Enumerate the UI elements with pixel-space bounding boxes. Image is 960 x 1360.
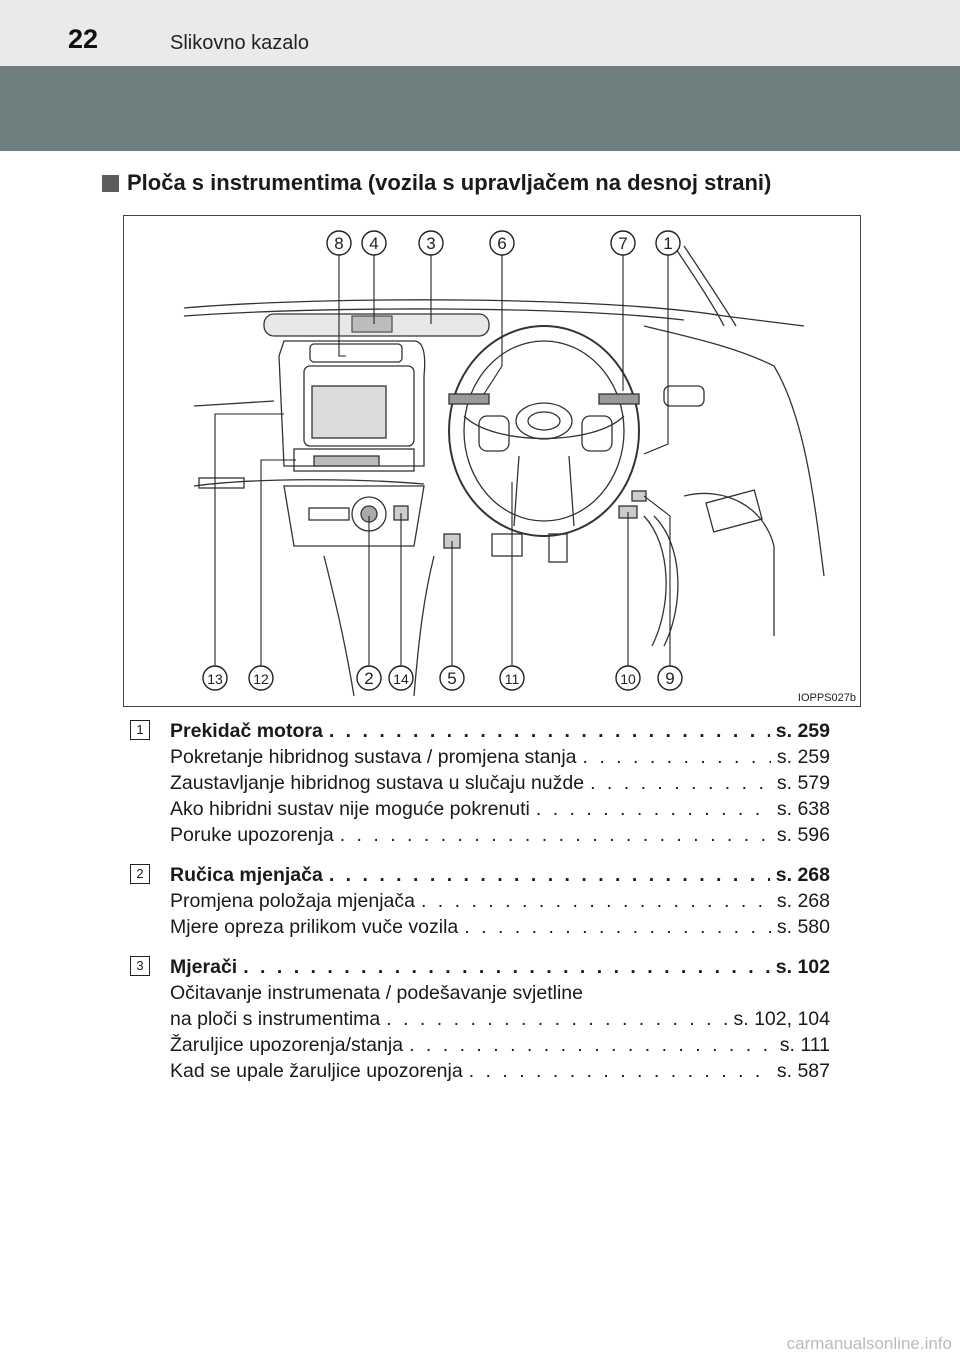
entry-2: 2 Ručica mjenjača s. 268 Promjena položa… (130, 862, 830, 940)
sub-entry-page-ref[interactable]: s. 111 (779, 1034, 830, 1056)
sub-entry-page-ref[interactable]: s. 579 (776, 772, 830, 794)
page-number: 22 (68, 24, 99, 54)
leader-dots (329, 862, 770, 888)
sub-entry: na ploči s instrumentima s. 102, 104 (170, 1006, 830, 1032)
sub-entry: Kad se upale žaruljice upozorenja s. 587 (170, 1058, 830, 1084)
sub-entry: Zaustavljanje hibridnog sustava u slučaj… (170, 770, 830, 796)
sub-entry: Mjere opreza prilikom vuče vozila s. 580 (170, 914, 830, 940)
callout-3: 3 (426, 234, 435, 253)
section-heading: Ploča s instrumentima (vozila s upravlja… (102, 170, 771, 196)
sub-entry-page-ref[interactable]: s. 580 (776, 916, 830, 938)
entry-1: 1 Prekidač motora s. 259 Pokretanje hibr… (130, 718, 830, 848)
sub-entry: Promjena položaja mjenjača s. 268 (170, 888, 830, 914)
leader-dots (469, 1058, 771, 1084)
sub-entry-text: Pokretanje hibridnog sustava / promjena … (170, 746, 577, 768)
leader-dots (536, 796, 771, 822)
callout-5: 5 (447, 669, 456, 688)
sub-entry-page-ref[interactable]: s. 102, 104 (733, 1008, 831, 1030)
entry-page-ref[interactable]: s. 102 (775, 956, 830, 978)
sub-entry-text: Očitavanje instrumenata / podešavanje sv… (170, 982, 583, 1004)
callout-2: 2 (364, 669, 373, 688)
callout-14: 14 (393, 671, 409, 687)
section-heading-text: Ploča s instrumentima (vozila s upravlja… (127, 170, 772, 195)
entry-number: 1 (130, 720, 150, 740)
entry-number: 3 (130, 956, 150, 976)
sub-entry-text: Promjena položaja mjenjača (170, 890, 415, 912)
leader-dots (329, 718, 770, 744)
callout-12: 12 (253, 671, 269, 687)
callout-10: 10 (620, 671, 636, 687)
header-bar: 22 Slikovno kazalo (0, 0, 960, 66)
entry-title-line: Prekidač motora s. 259 (170, 718, 830, 744)
sub-entry-text: na ploči s instrumentima (170, 1008, 381, 1030)
leader-dots (243, 954, 770, 980)
sub-entry: Pokretanje hibridnog sustava / promjena … (170, 744, 830, 770)
entry-title-line: Mjerači s. 102 (170, 954, 830, 980)
entry-title: Prekidač motora (170, 720, 323, 742)
entry-page-ref[interactable]: s. 268 (775, 864, 830, 886)
callout-9: 9 (665, 669, 674, 688)
callout-7: 7 (618, 234, 627, 253)
watermark: carmanualsonline.info (786, 1334, 952, 1353)
entry-3: 3 Mjerači s. 102 Očitavanje instrumenata… (130, 954, 830, 1084)
callout-4: 4 (369, 234, 378, 253)
entry-title: Mjerači (170, 956, 238, 978)
leader-dots (386, 1006, 727, 1032)
entry-title: Ručica mjenjača (170, 864, 323, 886)
sub-entry: Ako hibridni sustav nije moguće pokrenut… (170, 796, 830, 822)
callout-6: 6 (497, 234, 506, 253)
callout-13: 13 (207, 671, 223, 687)
entry-title-line: Ručica mjenjača s. 268 (170, 862, 830, 888)
figure-code: IOPPS027b (797, 692, 856, 704)
leader-dots (590, 770, 771, 796)
header-title: Slikovno kazalo (170, 32, 309, 54)
entry-page-ref[interactable]: s. 259 (775, 720, 830, 742)
sub-entry-text: Ako hibridni sustav nije moguće pokrenut… (170, 798, 530, 820)
header-band (0, 66, 960, 151)
entry-number: 2 (130, 864, 150, 884)
sub-entry: Očitavanje instrumenata / podešavanje sv… (170, 980, 830, 1006)
sub-entry-text: Mjere opreza prilikom vuče vozila (170, 916, 459, 938)
dashboard-illustration: 8 4 3 6 7 1 13 12 2 14 5 11 10 (123, 215, 861, 707)
sub-entry: Poruke upozorenja s. 596 (170, 822, 830, 848)
heading-bullet (102, 174, 119, 192)
leader-dots (583, 744, 771, 770)
leader-dots (340, 822, 771, 848)
sub-entry-text: Poruke upozorenja (170, 824, 334, 846)
sub-entry-page-ref[interactable]: s. 268 (776, 890, 830, 912)
sub-entry-page-ref[interactable]: s. 259 (776, 746, 830, 768)
sub-entry-page-ref[interactable]: s. 587 (776, 1060, 830, 1082)
sub-entry-text: Kad se upale žaruljice upozorenja (170, 1060, 463, 1082)
callout-1: 1 (663, 234, 672, 253)
callout-11: 11 (505, 671, 520, 687)
sub-entry-page-ref[interactable]: s. 596 (776, 824, 830, 846)
sub-entry-text: Žaruljice upozorenja/stanja (170, 1034, 404, 1056)
leader-dots (409, 1032, 774, 1058)
leader-dots (464, 914, 771, 940)
sub-entry-text: Zaustavljanje hibridnog sustava u slučaj… (170, 772, 585, 794)
leader-dots (421, 888, 771, 914)
sub-entry: Žaruljice upozorenja/stanja s. 111 (170, 1032, 830, 1058)
entry-list: 1 Prekidač motora s. 259 Pokretanje hibr… (130, 718, 830, 1098)
dashboard-drawing: 8 4 3 6 7 1 13 12 2 14 5 11 10 (183, 230, 825, 697)
sub-entry-page-ref[interactable]: s. 638 (776, 798, 830, 820)
callout-8: 8 (334, 234, 343, 253)
